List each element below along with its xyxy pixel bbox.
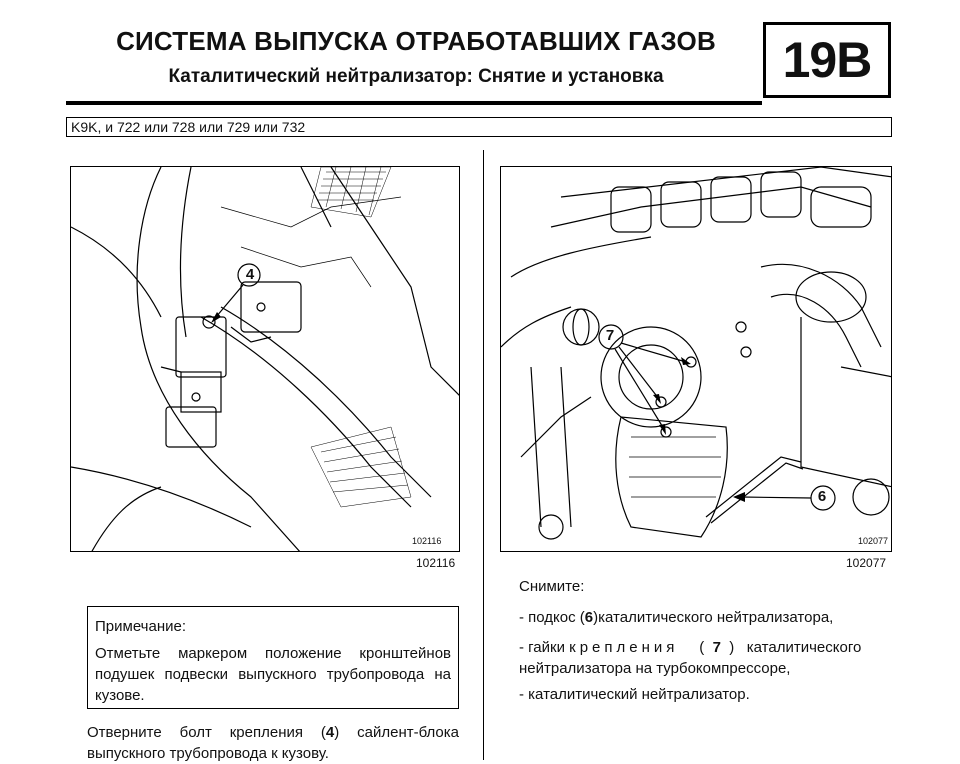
figure-exhaust-mount [70, 166, 460, 552]
figure-right-number: 102077 [846, 556, 887, 570]
note-box [87, 606, 459, 709]
note-title: Примечание: [95, 618, 186, 635]
figure-engine-catalyst-drawing [501, 167, 891, 540]
step-catalyst: - каталитический нейтрализатор. [519, 686, 750, 703]
step-brace-before: - подкос ( [519, 609, 585, 626]
step-brace-ref: 6 [584, 609, 594, 626]
step-nuts-prefix: - гайки [519, 639, 565, 656]
left-instruction: Отверните болт крепления (4) сайлент-бло… [87, 722, 459, 764]
figure-left-inset-number: 102116 [412, 536, 442, 546]
section-code-badge: 19B [763, 22, 891, 98]
callout-6-label: 6 [817, 488, 827, 505]
page-title: СИСТЕМА ВЫПУСКА ОТРАБОТАВШИХ ГАЗОВ [116, 26, 716, 56]
callout-4-label: 4 [245, 266, 255, 283]
step-nuts: - гайки крепления ( 7 ) каталитического … [519, 637, 891, 679]
remove-heading: Снимите: [519, 578, 585, 595]
step-nuts-open: ( [699, 639, 705, 656]
step-brace-after: )каталитического нейтрализатора, [593, 609, 834, 626]
page-subtitle: Каталитический нейтрализатор: Снятие и у… [168, 66, 664, 87]
step-nuts-spaced: крепления [569, 639, 679, 656]
column-divider [483, 150, 484, 760]
step-nuts-ref: 7 [712, 639, 721, 656]
figure-engine-catalyst [500, 166, 892, 552]
left-instruction-before: Отверните болт крепления ( [87, 724, 326, 741]
callout-7-label: 7 [605, 327, 615, 344]
step-nuts-after: каталитического нейтрализатора на турбок… [519, 639, 862, 677]
step-nuts-close: ) [729, 639, 735, 656]
left-instruction-after: ) сайлент-блока выпускного трубопровода … [87, 724, 460, 762]
figure-right-inset-number: 102077 [858, 536, 889, 546]
figure-exhaust-mount-drawing [71, 167, 459, 551]
note-text: Отметьте маркером положение кронштейнов … [95, 645, 451, 704]
step-brace: - подкос (6)каталитического нейтрализато… [519, 607, 833, 628]
left-instruction-ref: 4 [325, 724, 335, 741]
figure-left-number: 102116 [416, 556, 456, 570]
header-rule [66, 101, 762, 105]
applicability-bar: K9K, и 722 или 728 или 729 или 732 [66, 117, 892, 137]
